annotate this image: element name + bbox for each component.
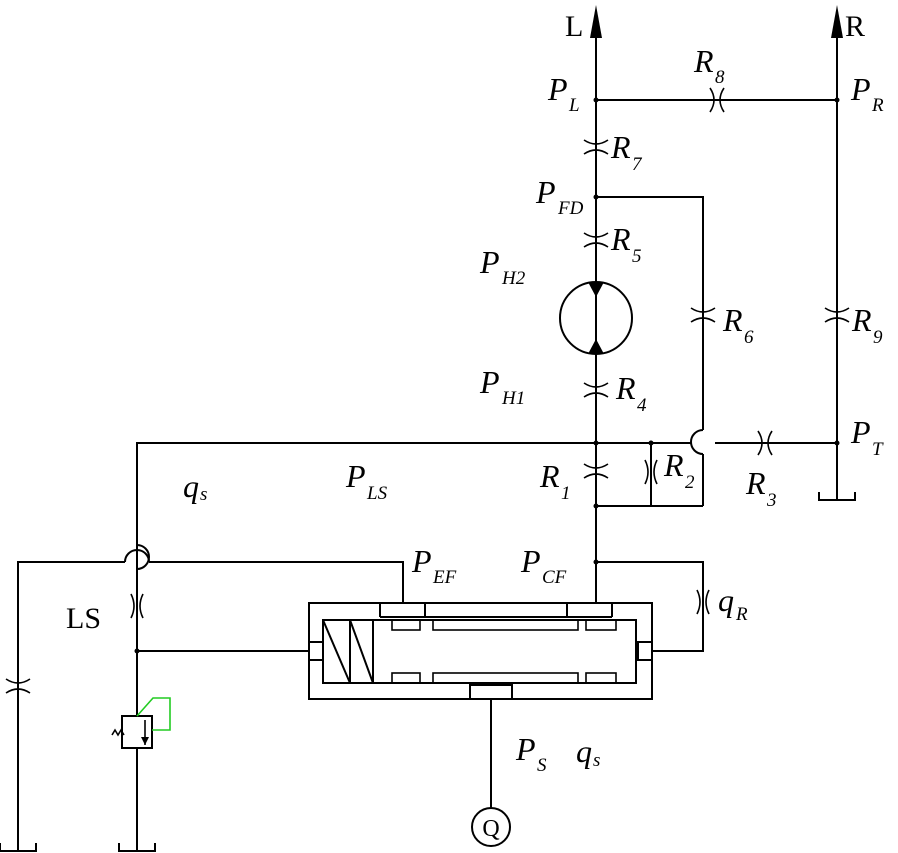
svg-text:FD: FD (557, 198, 584, 219)
svg-text:L: L (568, 95, 580, 116)
svg-text:6: 6 (744, 327, 754, 348)
label-L: L (565, 10, 583, 43)
svg-text:P: P (479, 244, 500, 280)
svg-text:R: R (735, 604, 748, 625)
line-R2-loop (596, 443, 652, 507)
svg-text:R: R (610, 221, 631, 257)
svg-text:R: R (663, 447, 684, 483)
svg-text:P: P (479, 364, 500, 400)
svg-text:9: 9 (873, 327, 883, 348)
svg-text:P: P (535, 174, 556, 210)
svg-text:P: P (345, 458, 366, 494)
svg-text:1: 1 (561, 483, 571, 504)
svg-text:R: R (871, 95, 884, 116)
orifice-R7 (583, 139, 609, 155)
svg-text:q: q (183, 468, 199, 504)
line-qR (596, 561, 704, 652)
svg-text:CF: CF (542, 567, 567, 588)
orifice-R9 (824, 307, 850, 323)
label-LS: LS (66, 602, 101, 635)
svg-text:EF: EF (432, 567, 457, 588)
orifice-LS (130, 593, 144, 619)
svg-text:R: R (745, 465, 766, 501)
orifice-R2 (644, 459, 658, 485)
orifice-R8 (709, 87, 725, 113)
svg-text:R: R (610, 129, 631, 165)
relief-valve-symbol (111, 697, 171, 749)
orifice-R6 (690, 307, 716, 323)
svg-text:P: P (850, 414, 871, 450)
orifice-R1 (583, 463, 609, 479)
svg-text:4: 4 (637, 395, 647, 416)
svg-text:q: q (718, 582, 734, 618)
priority-valve-symbol (308, 602, 653, 700)
svg-text:q: q (576, 733, 592, 769)
line-PFD-branch (596, 196, 704, 430)
svg-text:P: P (547, 71, 568, 107)
svg-text:8: 8 (715, 67, 725, 88)
line-PEF (17, 561, 125, 840)
tank-symbol-LS (118, 840, 156, 852)
svg-text:T: T (872, 439, 884, 460)
svg-text:S: S (537, 755, 547, 776)
svg-text:R: R (851, 302, 872, 338)
svg-text:LS: LS (366, 483, 388, 504)
hydraulic-motor-symbol (559, 281, 633, 355)
line-R-port (831, 5, 843, 443)
svg-text:R: R (539, 458, 560, 494)
svg-text:s: s (200, 484, 207, 505)
orifice-R5 (583, 232, 609, 248)
svg-text:H1: H1 (501, 388, 525, 409)
svg-text:P: P (520, 543, 541, 579)
svg-text:R: R (615, 370, 636, 406)
svg-text:2: 2 (685, 472, 695, 493)
svg-text:H2: H2 (501, 268, 526, 289)
svg-text:s: s (593, 750, 600, 771)
line-LS (136, 442, 596, 545)
orifice-R4 (583, 382, 609, 398)
label-R: R (845, 10, 865, 43)
svg-text:7: 7 (632, 154, 643, 175)
pump-symbol-Q: Q (471, 807, 511, 847)
svg-text:R: R (722, 302, 743, 338)
orifice-left (5, 678, 31, 694)
tank-symbol-left (0, 840, 37, 852)
svg-text:Q: Q (482, 816, 499, 842)
svg-text:R: R (693, 43, 714, 79)
svg-text:5: 5 (632, 246, 642, 267)
tank-symbol-T (818, 443, 856, 501)
svg-text:P: P (411, 543, 432, 579)
svg-text:P: P (850, 71, 871, 107)
svg-text:P: P (515, 731, 536, 767)
orifice-qR (696, 589, 710, 615)
orifice-R3 (757, 430, 773, 456)
svg-text:3: 3 (766, 490, 777, 511)
